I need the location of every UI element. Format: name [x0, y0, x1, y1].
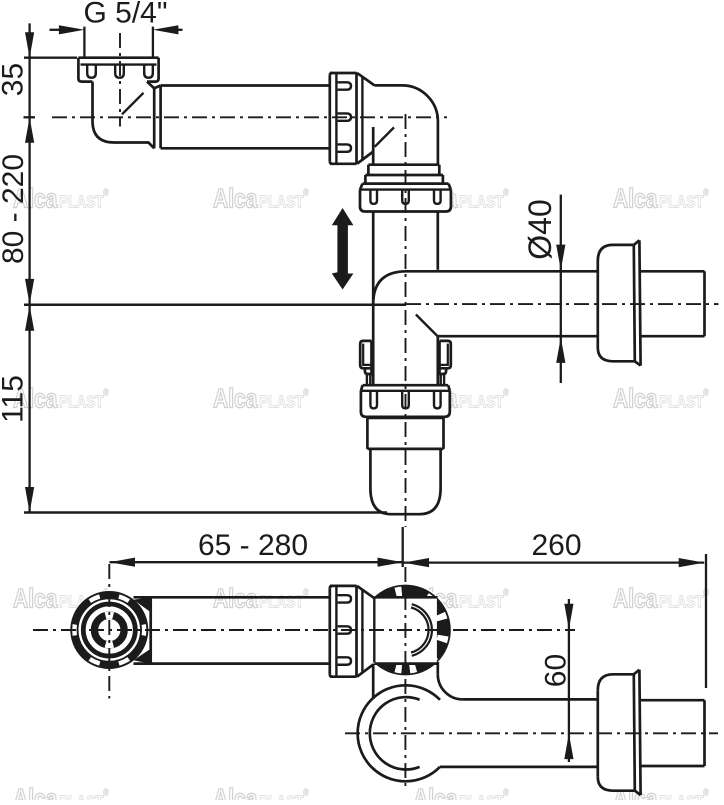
svg-text:®: ® — [703, 387, 709, 398]
svg-text:®: ® — [503, 387, 509, 398]
svg-text:®: ® — [503, 787, 509, 798]
svg-text:Alca: Alca — [413, 784, 458, 800]
svg-text:Alca: Alca — [213, 184, 258, 214]
svg-text:PLAST: PLAST — [259, 793, 304, 800]
svg-text:®: ® — [103, 787, 109, 798]
svg-text:PLAST: PLAST — [659, 793, 704, 800]
svg-text:Alca: Alca — [13, 184, 58, 214]
svg-text:Alca: Alca — [613, 184, 658, 214]
svg-text:Alca: Alca — [13, 784, 58, 800]
svg-text:60: 60 — [540, 654, 573, 687]
svg-text:PLAST: PLAST — [659, 593, 704, 612]
svg-text:65 - 280: 65 - 280 — [198, 529, 308, 562]
svg-text:Alca: Alca — [613, 584, 658, 614]
svg-text:®: ® — [103, 187, 109, 198]
svg-text:®: ® — [503, 187, 509, 198]
svg-text:PLAST: PLAST — [459, 593, 504, 612]
svg-text:260: 260 — [531, 529, 581, 562]
svg-text:Alca: Alca — [13, 384, 58, 414]
svg-text:PLAST: PLAST — [259, 593, 304, 612]
svg-text:®: ® — [103, 387, 109, 398]
svg-text:Ø40: Ø40 — [522, 199, 558, 259]
svg-text:PLAST: PLAST — [59, 793, 104, 800]
svg-text:®: ® — [703, 187, 709, 198]
svg-text:Alca: Alca — [613, 384, 658, 414]
svg-text:®: ® — [303, 587, 309, 598]
svg-text:®: ® — [303, 387, 309, 398]
svg-text:Alca: Alca — [213, 384, 258, 414]
svg-text:PLAST: PLAST — [59, 393, 104, 412]
svg-text:G 5/4": G 5/4" — [83, 0, 167, 30]
svg-text:PLAST: PLAST — [459, 193, 504, 212]
svg-text:®: ® — [703, 787, 709, 798]
svg-text:Alca: Alca — [213, 584, 258, 614]
svg-text:35: 35 — [0, 63, 30, 96]
svg-text:PLAST: PLAST — [259, 193, 304, 212]
svg-text:PLAST: PLAST — [59, 193, 104, 212]
svg-text:PLAST: PLAST — [659, 393, 704, 412]
svg-text:PLAST: PLAST — [459, 393, 504, 412]
svg-text:PLAST: PLAST — [459, 793, 504, 800]
svg-text:®: ® — [303, 187, 309, 198]
svg-text:80 - 220: 80 - 220 — [0, 154, 30, 264]
svg-text:PLAST: PLAST — [659, 193, 704, 212]
svg-text:Alca: Alca — [13, 584, 58, 614]
svg-text:Alca: Alca — [213, 784, 258, 800]
svg-text:®: ® — [303, 787, 309, 798]
svg-text:115: 115 — [0, 375, 30, 423]
svg-text:®: ® — [503, 587, 509, 598]
svg-text:PLAST: PLAST — [259, 393, 304, 412]
